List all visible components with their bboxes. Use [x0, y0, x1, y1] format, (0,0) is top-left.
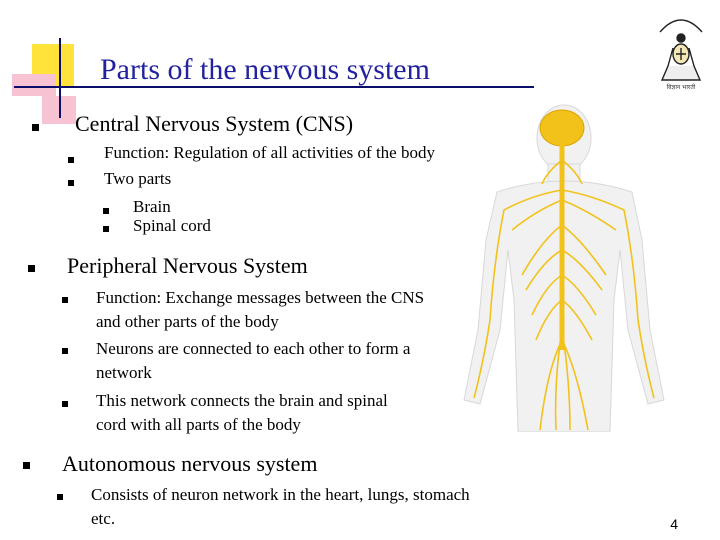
cns-sub-spinal-cord: Spinal cord	[133, 216, 211, 235]
human-nervous-system-figure	[442, 100, 687, 433]
section-heading-cns: Central Nervous System (CNS)	[75, 111, 354, 136]
point-bullet	[68, 157, 74, 163]
section-heading-autonomous: Autonomous nervous system	[62, 451, 318, 476]
cns-point-two-parts: Two parts	[104, 169, 172, 188]
pns-point-network: Neurons are connected to each other to f…	[96, 339, 411, 382]
point-bullet	[62, 401, 68, 407]
slide-title: Parts of the nervous system	[100, 53, 430, 86]
sub-point-bullet	[103, 208, 109, 214]
svg-text:विज्ञान भारती: विज्ञान भारती	[667, 83, 696, 91]
page-number: 4	[670, 516, 678, 532]
point-bullet	[57, 494, 63, 500]
section-bullet	[23, 462, 30, 469]
title-horizontal-rule	[14, 86, 534, 88]
ans-point-organs: Consists of neuron network in the heart,…	[91, 485, 470, 528]
cns-sub-brain: Brain	[133, 197, 171, 216]
pns-point-function: Function: Exchange messages between the …	[96, 288, 425, 331]
point-bullet	[62, 348, 68, 354]
point-bullet	[62, 297, 68, 303]
cns-point-function: Function: Regulation of all activities o…	[104, 143, 435, 162]
pns-point-connections: This network connects the brain and spin…	[96, 391, 388, 434]
sub-point-bullet	[103, 226, 109, 232]
point-bullet	[68, 180, 74, 186]
title-vertical-rule	[59, 38, 61, 118]
title-accent-pink	[12, 74, 56, 96]
section-bullet	[28, 265, 35, 272]
section-bullet	[32, 124, 39, 131]
institute-emblem-icon: विज्ञान भारती	[650, 8, 712, 92]
section-heading-pns: Peripheral Nervous System	[67, 253, 308, 278]
